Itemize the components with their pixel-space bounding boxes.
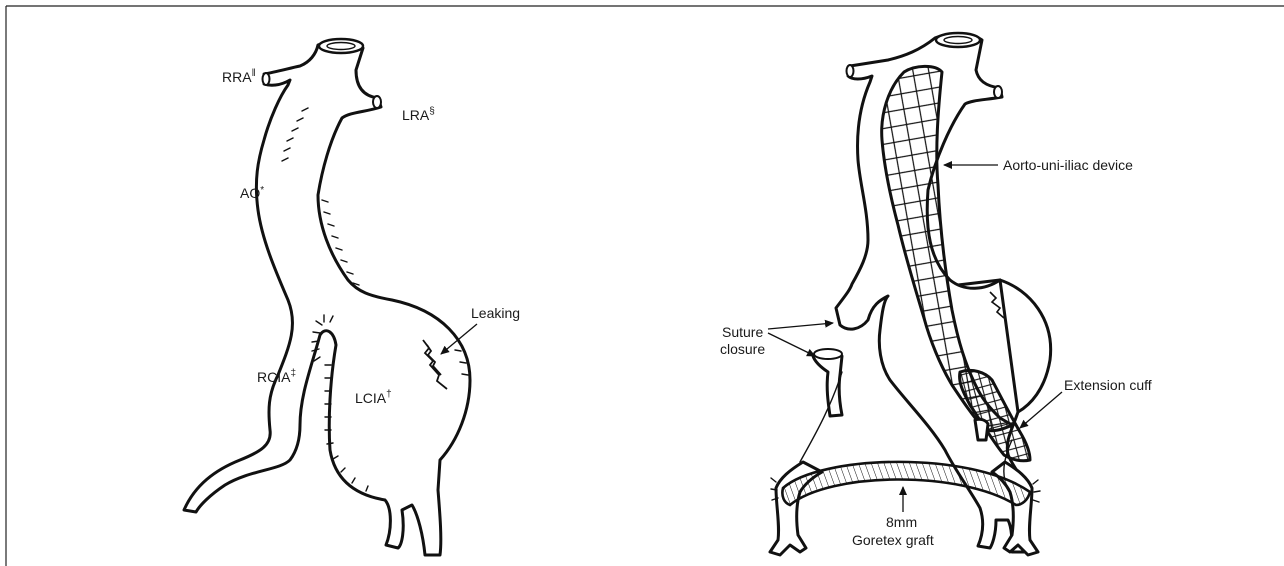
right-diagram [770,33,1051,555]
label-graft-1: 8mm [886,514,917,530]
label-suture-2: closure [720,341,765,357]
label-rra: RRA‖ [222,68,256,85]
label-cuff: Extension cuff [1064,377,1152,393]
arrow-suture-top [768,323,833,329]
label-device: Aorto-uni-iliac device [1003,157,1133,173]
left-lra-stub [373,96,381,108]
right-rra-stub [847,65,854,77]
right-lra-stub [994,86,1002,98]
right-internal-iliac [975,419,988,440]
label-lra: LRA§ [402,106,435,123]
label-rcia: RCIA‡ [257,368,296,385]
arrow-suture-bottom [768,333,815,356]
left-rra-stub [263,73,270,85]
right-aorta-lumen-inner [944,37,972,44]
left-aorta-lumen-inner [327,43,355,50]
label-leaking: Leaking [471,305,520,321]
suture-closure-stump [814,349,842,359]
label-suture-1: Suture [722,324,763,340]
label-graft-2: Goretex graft [852,532,934,548]
